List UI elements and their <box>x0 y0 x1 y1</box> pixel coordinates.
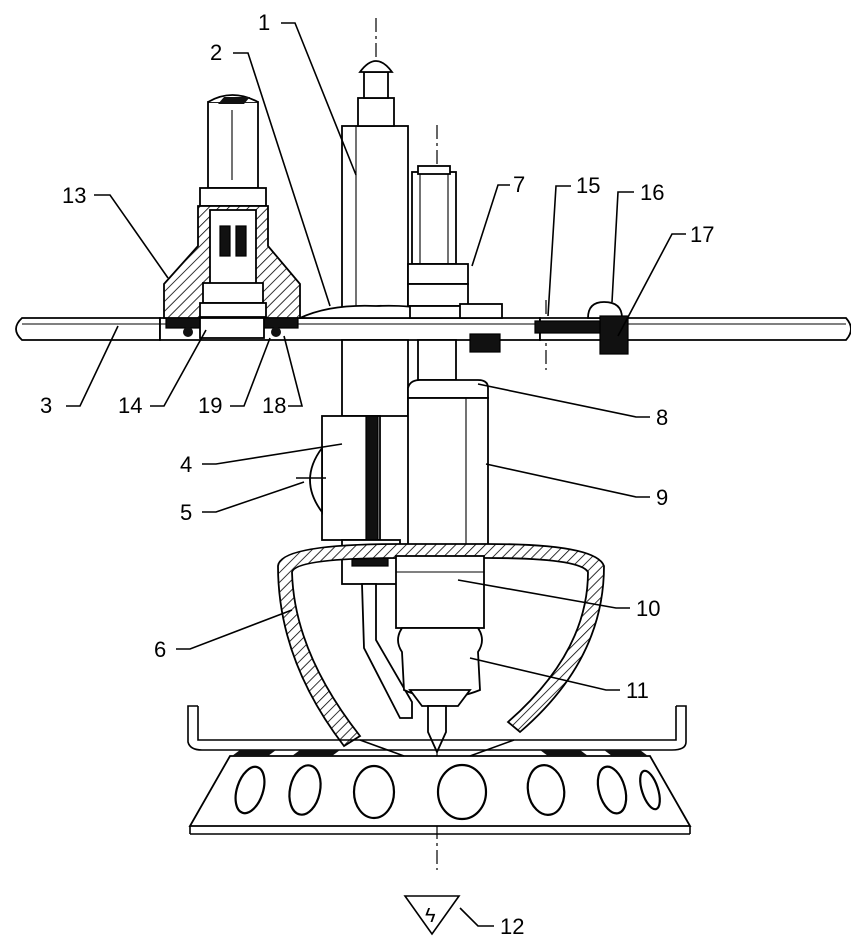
label-19: 19 <box>198 393 222 418</box>
label-8: 8 <box>656 405 668 430</box>
label-16: 16 <box>640 180 664 205</box>
svg-text:ϟ: ϟ <box>425 905 436 927</box>
nozzle <box>397 627 483 755</box>
combustion-cup <box>277 543 605 748</box>
label-3: 3 <box>40 393 52 418</box>
air-holes <box>234 763 661 821</box>
label-13: 13 <box>62 183 86 208</box>
label-17: 17 <box>690 222 714 247</box>
valve-housing <box>163 94 301 339</box>
label-4: 4 <box>180 452 192 477</box>
nozzle-holder <box>407 379 489 557</box>
threaded-stud <box>407 165 469 381</box>
label-9: 9 <box>656 485 668 510</box>
label-10: 10 <box>636 596 660 621</box>
sleeve-tube <box>299 60 442 417</box>
label-18: 18 <box>262 393 286 418</box>
label-11: 11 <box>626 678 649 703</box>
label-1: 1 <box>258 10 270 35</box>
bolt-assembly <box>459 301 629 355</box>
bracket <box>296 415 401 585</box>
label-7: 7 <box>513 172 525 197</box>
label-2: 2 <box>210 40 222 65</box>
lightning-triangle-icon: ϟ <box>403 895 461 936</box>
label-6: 6 <box>154 637 166 662</box>
label-12: 12 <box>500 914 524 937</box>
label-15: 15 <box>576 173 600 198</box>
burner-ring <box>187 705 692 835</box>
nozzle-nut <box>395 555 485 629</box>
ignition-electrode <box>361 583 413 719</box>
leader-lines <box>66 22 686 927</box>
label-14: 14 <box>118 393 142 418</box>
label-5: 5 <box>180 500 192 525</box>
